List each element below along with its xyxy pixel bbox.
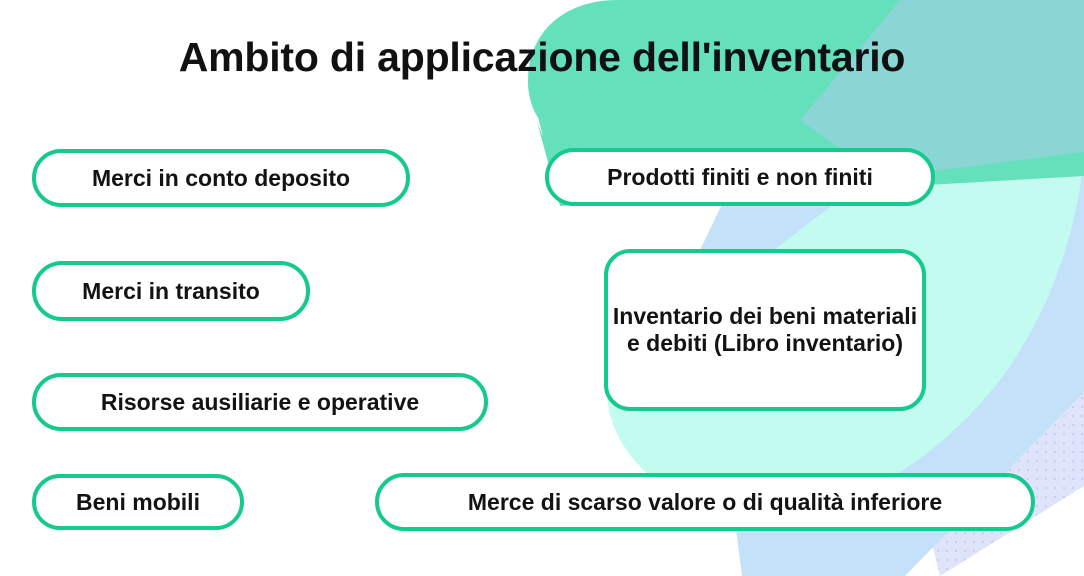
chip-merce-di-scarso-valore[interactable]: Merce di scarso valore o di qualità infe… [375, 473, 1035, 531]
chip-risorse-ausiliarie-e-operative[interactable]: Risorse ausiliarie e operative [32, 373, 488, 431]
chip-label: Merci in conto deposito [91, 164, 351, 191]
chip-merci-in-conto-deposito[interactable]: Merci in conto deposito [32, 149, 410, 207]
chip-beni-mobili[interactable]: Beni mobili [32, 474, 244, 530]
chip-label: Risorse ausiliarie e operative [100, 388, 420, 415]
chip-label: Beni mobili [76, 488, 200, 515]
chip-label: Merci in transito [82, 277, 260, 304]
chip-label: Merce di scarso valore o di qualità infe… [467, 488, 943, 515]
chip-label: Inventario dei beni materiali e debiti (… [612, 302, 918, 356]
chip-inventario-dei-beni-materiali[interactable]: Inventario dei beni materiali e debiti (… [604, 249, 926, 411]
chip-prodotti-finiti-e-non-finiti[interactable]: Prodotti finiti e non finiti [545, 148, 935, 206]
chip-label: Prodotti finiti e non finiti [607, 163, 873, 190]
chip-merci-in-transito[interactable]: Merci in transito [32, 261, 310, 321]
page-title: Ambito di applicazione dell'inventario [178, 34, 906, 80]
